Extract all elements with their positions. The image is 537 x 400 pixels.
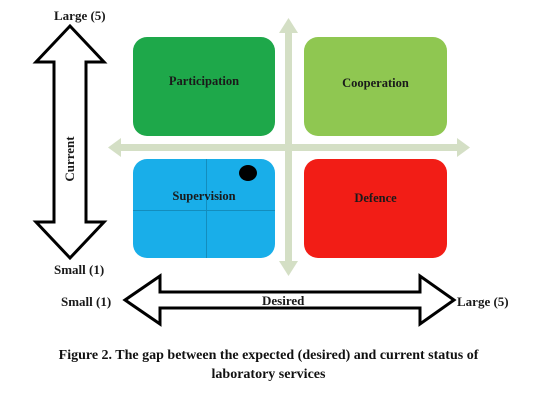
y-axis-top-label: Large (5) [54, 8, 106, 23]
x-axis-left-label: Small (1) [61, 294, 112, 309]
x-axis-name: Desired [262, 293, 305, 308]
horizontal-axis-shaft [118, 144, 460, 151]
x-axis-right-label: Large (5) [457, 294, 509, 309]
y-axis-bottom-label: Small (1) [54, 262, 105, 277]
quadrant-supervision-label: Supervision [172, 189, 236, 203]
desired-double-arrow [122, 273, 457, 327]
horizontal-axis-arrowhead-left [108, 138, 121, 157]
horizontal-axis-arrowhead-right [457, 138, 470, 157]
quadrant-defence: Defence [304, 159, 447, 258]
quadrant-cooperation-label: Cooperation [342, 76, 409, 90]
vertical-axis-arrowhead-down [279, 261, 298, 276]
quadrant-divider-line [133, 210, 275, 211]
quadrant-participation-label: Participation [168, 74, 240, 88]
quadrant-divider-line [206, 159, 207, 258]
current-double-arrow [32, 23, 108, 261]
position-marker [239, 165, 257, 181]
figure-caption: Figure 2. The gap between the expected (… [58, 348, 479, 382]
vertical-axis-arrowhead-up [279, 18, 298, 33]
quadrant-participation: Participation [133, 37, 275, 136]
y-axis-name: Current [62, 136, 77, 182]
quadrant-cooperation: Cooperation [304, 37, 447, 136]
quadrant-defence-label: Defence [354, 191, 397, 205]
